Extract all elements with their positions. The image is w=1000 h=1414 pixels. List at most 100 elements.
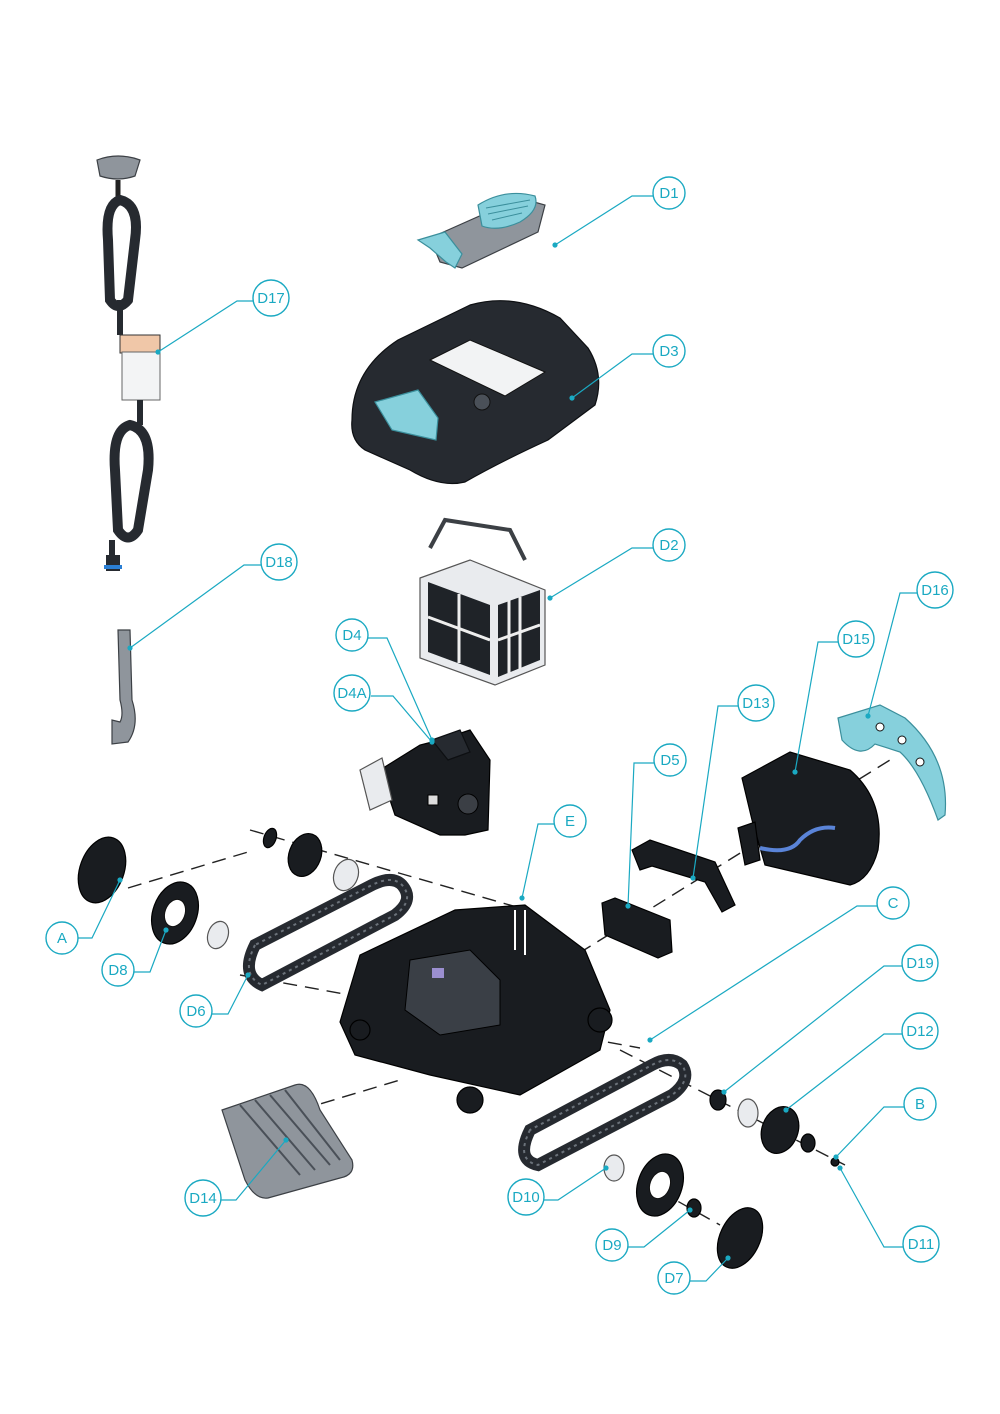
callout-d4: D4: [335, 618, 369, 652]
callout-d11: D11: [902, 1225, 940, 1263]
part-D6-track-right: [518, 1054, 692, 1172]
leader-dot-d10: [603, 1165, 609, 1171]
callout-circle-d4: [335, 618, 369, 652]
leader-line-d8: [134, 929, 167, 973]
callout-d15: D15: [837, 620, 875, 658]
callout-circle-d5: [653, 743, 687, 777]
callout-label-d7: D7: [664, 1270, 683, 1287]
leader-line-d18: [129, 564, 263, 649]
part-D4-pump-motor: [359, 729, 491, 836]
part-D19-bushing: [709, 1089, 727, 1111]
leader-dot-d6: [245, 972, 251, 978]
callout-circle-d17: [252, 279, 290, 317]
callout-circle-d13: [737, 684, 775, 722]
leader-dot-d13: [690, 875, 696, 881]
leader-line-d15: [794, 641, 840, 773]
part-D2-filter-basket: [419, 517, 546, 686]
callout-circle-d18: [260, 543, 298, 581]
callout-label-d18: D18: [265, 554, 293, 571]
callout-circle-d11: [902, 1225, 940, 1263]
leader-dot-d2: [547, 595, 553, 601]
part-front-wheel: [636, 1153, 684, 1217]
callout-circle-d12: [901, 1012, 939, 1050]
leader-line-d10: [542, 1167, 607, 1201]
leader-line-a: [78, 879, 121, 939]
part-rear-wheel-upper: [262, 827, 360, 892]
callout-circle-a: [45, 921, 79, 955]
part-D7-hubcap: [716, 1207, 764, 1269]
leader-dot-d9: [687, 1207, 693, 1213]
part-D16-rear-plate: [837, 704, 947, 821]
callout-d13: D13: [737, 684, 775, 722]
leader-line-d5: [627, 762, 654, 907]
leader-line-d9: [628, 1209, 691, 1248]
callout-label-d6: D6: [186, 1003, 205, 1020]
callout-circle-d16: [916, 571, 954, 609]
callout-circle-d9: [595, 1228, 629, 1262]
callout-d16: D16: [916, 571, 954, 609]
callout-label-b: B: [915, 1096, 925, 1113]
callout-label-d17: D17: [257, 290, 285, 307]
callout-label-d11: D11: [908, 1236, 934, 1253]
callout-d6: D6: [179, 994, 213, 1028]
callout-b: B: [903, 1087, 937, 1121]
callout-circle-d14: [184, 1179, 222, 1217]
leader-line-d13: [692, 705, 740, 879]
callout-e: E: [553, 804, 587, 838]
leader-dot-b: [833, 1154, 839, 1160]
leader-dot-d18: [127, 645, 133, 651]
leader-line-d14: [219, 1139, 287, 1201]
leader-line-d4a: [371, 695, 433, 743]
leader-dot-d5: [625, 903, 631, 909]
part-D17-power-cable: [96, 155, 161, 571]
part-D18-hook: [111, 629, 136, 745]
axis-brush: [299, 1079, 401, 1111]
leader-dot-d1: [552, 242, 558, 248]
callout-label-d14: D14: [189, 1190, 217, 1207]
callout-d2: D2: [652, 528, 686, 562]
callout-circle-c: [876, 886, 910, 920]
leader-line-d12: [785, 1033, 904, 1111]
leader-line-d3: [571, 353, 653, 399]
callout-label-c: C: [888, 895, 899, 912]
leader-line-d16: [867, 592, 919, 717]
part-D8-wheel-left: [151, 881, 230, 950]
leader-lines: [78, 195, 919, 1282]
callout-label-a: A: [57, 930, 67, 947]
leader-dot-d3: [569, 395, 575, 401]
part-D6-track-left: [242, 874, 414, 992]
part-D5-front-plate: [601, 897, 673, 959]
callout-label-d12: D12: [906, 1023, 934, 1040]
callout-label-d2: D2: [659, 537, 678, 554]
leader-dot-c: [647, 1037, 653, 1043]
leader-line-b: [835, 1106, 904, 1158]
part-D12-sprocket: [737, 1098, 816, 1154]
leader-dot-d14: [283, 1137, 289, 1143]
callout-circle-d3: [652, 334, 686, 368]
callout-circle-d8: [101, 953, 135, 987]
part-chassis: [339, 904, 613, 1114]
callout-circle-b: [903, 1087, 937, 1121]
leader-line-d7: [690, 1257, 729, 1282]
part-left-hubcap: [77, 836, 127, 904]
leader-dot-a: [117, 877, 123, 883]
callout-label-d4a: D4A: [337, 685, 366, 702]
callout-d19: D19: [901, 944, 939, 982]
part-D13-handle: [631, 839, 736, 913]
callout-circle-d2: [652, 528, 686, 562]
callout-label-d1: D1: [659, 185, 678, 202]
leader-dot-d19: [721, 1089, 727, 1095]
callout-circle-e: [553, 804, 587, 838]
callout-d3: D3: [652, 334, 686, 368]
callout-label-d9: D9: [602, 1237, 621, 1254]
callout-d12: D12: [901, 1012, 939, 1050]
callout-label-d15: D15: [842, 631, 870, 648]
callout-circle-d19: [901, 944, 939, 982]
callout-d4a: D4A: [333, 674, 371, 712]
callout-label-d3: D3: [659, 343, 678, 360]
callout-c: C: [876, 886, 910, 920]
axis-left-wheel: [127, 851, 249, 889]
callout-circle-d7: [657, 1261, 691, 1295]
callout-a: A: [45, 921, 79, 955]
